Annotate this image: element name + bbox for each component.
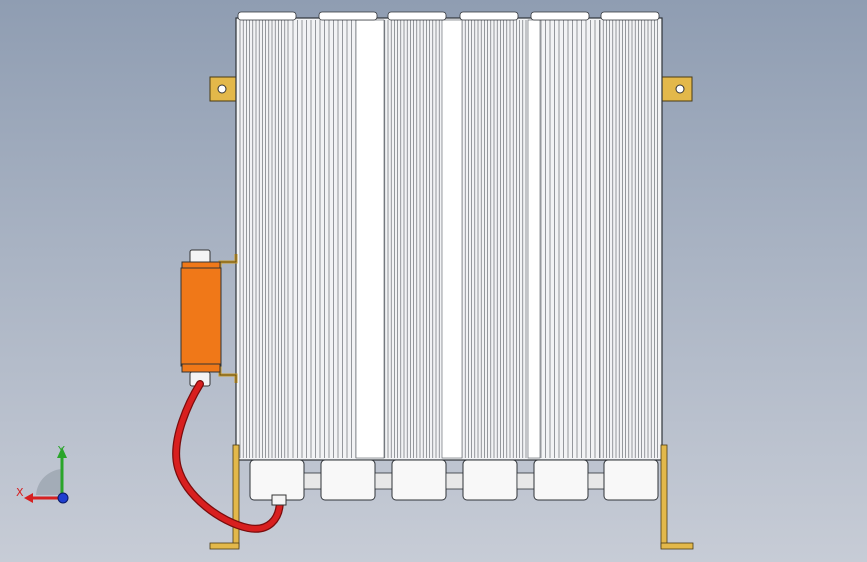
- flat-panel: [355, 19, 385, 459]
- top-cap: [459, 11, 519, 21]
- top-right-mount-bracket: [661, 76, 693, 102]
- collar-connector: [374, 472, 393, 490]
- flat-panel: [441, 19, 463, 459]
- top-cap: [318, 11, 378, 21]
- x-axis-label: X: [16, 486, 24, 499]
- reservoir-bracket: [218, 254, 238, 383]
- radiator-bottom-collars: [249, 459, 659, 501]
- radiator-body: [235, 11, 663, 461]
- bottom-collar: [320, 459, 376, 501]
- collar-connector: [516, 472, 535, 490]
- y-axis-label: Y: [57, 444, 65, 457]
- right-support-leg: [660, 444, 694, 550]
- bottom-collar: [603, 459, 659, 501]
- collar-connector: [445, 472, 464, 490]
- top-cap: [600, 11, 660, 21]
- top-left-mount-bracket: [209, 76, 239, 102]
- coordinate-triad: Y X: [16, 444, 69, 504]
- z-axis-dot: [57, 492, 69, 504]
- top-cap: [530, 11, 590, 21]
- radiator-top-caps: [237, 11, 660, 21]
- coolant-hose: [172, 380, 287, 533]
- left-support-leg: [209, 444, 240, 550]
- bottom-collar: [533, 459, 589, 501]
- collar-connector: [587, 472, 605, 490]
- collar-connector: [303, 472, 322, 490]
- top-cap: [237, 11, 297, 21]
- expansion-reservoir: [180, 249, 222, 387]
- radiator-fins: [239, 19, 658, 459]
- top-cap: [387, 11, 447, 21]
- bottom-collar: [462, 459, 518, 501]
- flat-panel: [527, 19, 541, 459]
- bottom-collar: [391, 459, 447, 501]
- bottom-collar: [249, 459, 305, 501]
